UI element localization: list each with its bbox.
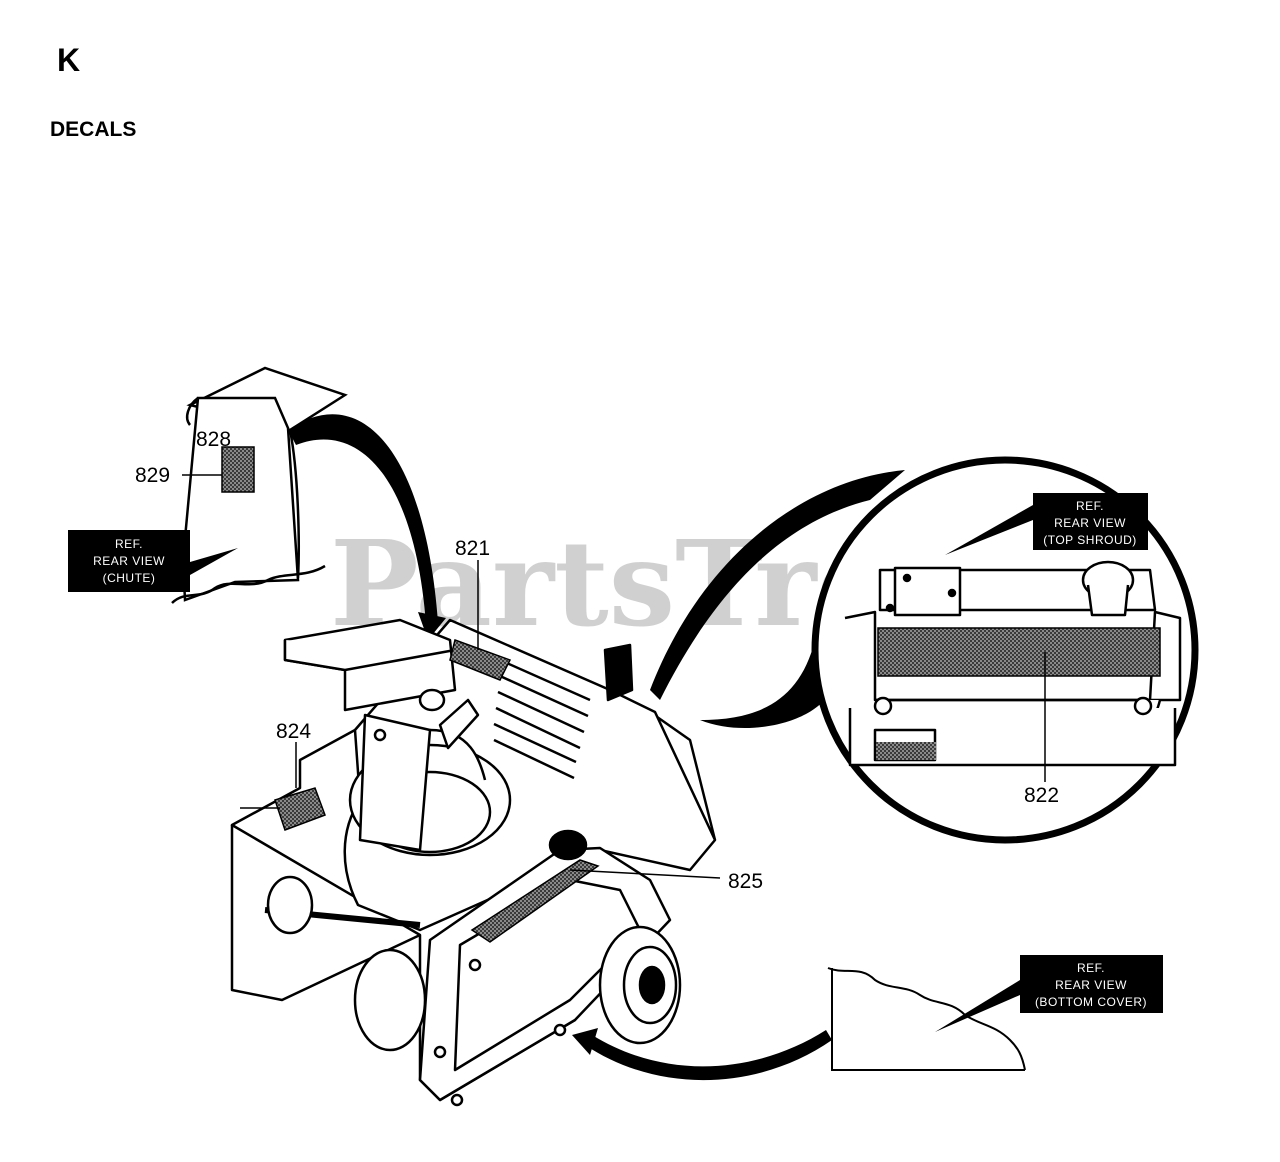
decal-829-patch [221, 446, 255, 493]
decal-821-patch [449, 639, 512, 681]
svg-text:REF.: REF. [115, 537, 143, 551]
decal-822-patch [877, 627, 1161, 677]
svg-text:REAR VIEW: REAR VIEW [1055, 978, 1127, 992]
svg-text:REF.: REF. [1077, 961, 1105, 975]
part-828: 828 [196, 428, 231, 451]
part-824: 824 [276, 720, 311, 743]
svg-text:REAR VIEW: REAR VIEW [1054, 516, 1126, 530]
part-821: 821 [455, 537, 490, 560]
svg-text:(TOP SHROUD): (TOP SHROUD) [1043, 533, 1137, 547]
leader-825 [569, 869, 721, 879]
bottom-cover-rear-view [827, 967, 1026, 1071]
svg-text:(BOTTOM COVER): (BOTTOM COVER) [1035, 995, 1147, 1009]
part-825: 825 [728, 870, 763, 893]
arrow-chute [288, 414, 438, 624]
ref-label-bottom-cover: REF. REAR VIEW (BOTTOM COVER) [935, 955, 1163, 1032]
svg-text:REAR VIEW: REAR VIEW [93, 554, 165, 568]
svg-text:(CHUTE): (CHUTE) [103, 571, 156, 585]
decal-828-patch [274, 787, 326, 831]
ref-label-chute: REF. REAR VIEW (CHUTE) [68, 530, 238, 592]
decal-825-patch [470, 859, 600, 943]
section-letter: K [57, 42, 81, 78]
section-title: DECALS [50, 118, 137, 141]
ref-label-top-shroud: REF. REAR VIEW (TOP SHROUD) [945, 493, 1148, 555]
part-829: 829 [135, 464, 170, 487]
svg-text:REF.: REF. [1076, 499, 1104, 513]
chute-rear-view [171, 366, 348, 604]
snow-thrower [230, 618, 717, 1107]
arrow-bottom-cover [585, 1030, 832, 1081]
part-822: 822 [1024, 784, 1059, 807]
